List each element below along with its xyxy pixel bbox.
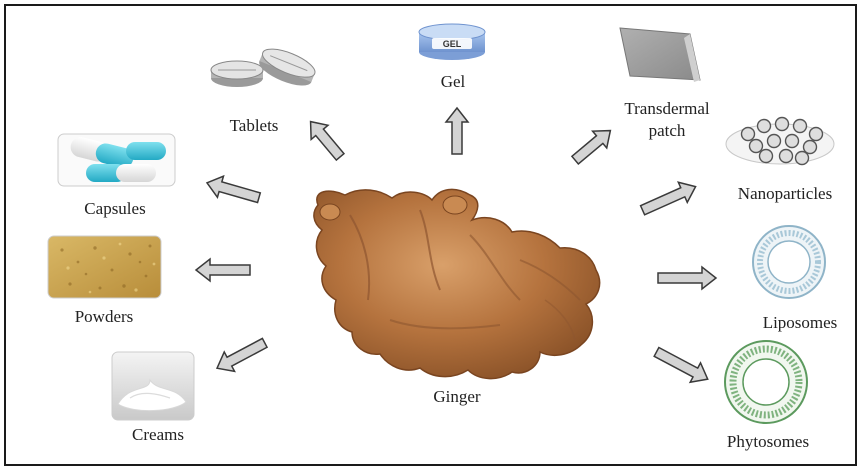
label-powders: Powders — [75, 307, 134, 327]
label-creams: Creams — [132, 425, 184, 445]
label-transdermal-line1: Transdermal — [624, 99, 709, 119]
patch-icon — [620, 28, 700, 82]
arrow-to-liposomes — [658, 267, 716, 289]
liposome-icon — [753, 226, 825, 298]
capsules-icon — [58, 134, 175, 186]
label-transdermal-line2: patch — [649, 121, 686, 141]
nanoparticles-icon — [726, 118, 834, 165]
arrow-to-nanoparticles — [638, 177, 700, 221]
label-phytosomes: Phytosomes — [727, 432, 809, 452]
arrow-to-powders — [196, 259, 250, 281]
gel-jar-label: GEL — [443, 39, 462, 49]
arrow-to-creams — [212, 333, 270, 378]
label-capsules: Capsules — [84, 199, 145, 219]
label-nanoparticles: Nanoparticles — [738, 184, 832, 204]
phytosome-icon — [725, 341, 807, 423]
center-label-ginger: Ginger — [433, 387, 480, 407]
gel-jar-icon: GEL — [419, 24, 485, 60]
label-tablets: Tablets — [230, 116, 279, 136]
arrow-to-transdermal-patch — [568, 122, 617, 168]
tablets-icon — [211, 43, 318, 91]
arrow-to-gel — [446, 108, 468, 154]
ginger-root-icon — [314, 189, 600, 378]
arrow-to-tablets — [302, 115, 348, 164]
label-liposomes: Liposomes — [763, 313, 838, 333]
arrow-to-capsules — [204, 172, 262, 208]
powder-icon — [48, 236, 161, 298]
cream-icon — [112, 352, 194, 420]
label-gel: Gel — [441, 72, 466, 92]
arrow-to-phytosomes — [651, 342, 713, 389]
